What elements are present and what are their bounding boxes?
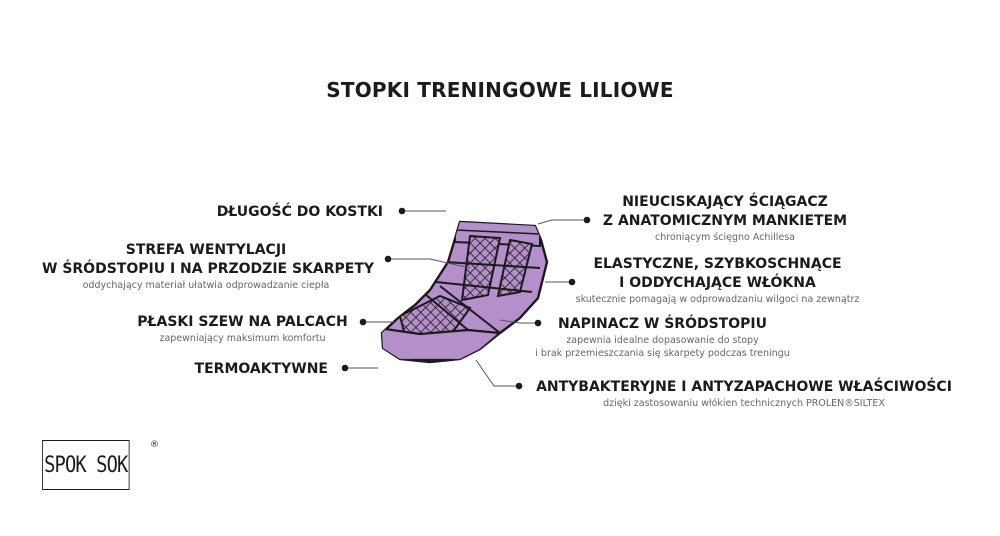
label-antibac-title: ANTYBAKTERYJNE I ANTYZAPACHOWE WŁAŚCIWOŚ… — [536, 379, 952, 395]
label-cuff-title-2: Z ANATOMICZNYM MANKIETEM — [602, 213, 848, 229]
label-cuff: NIEUCISKAJĄCY ŚCIĄGACZ Z ANATOMICZNYM MA… — [600, 193, 850, 244]
label-elastic-title-1: ELASTYCZNE, SZYBKOSCHNĄCE — [593, 256, 842, 272]
label-elastic-title-2: I ODDYCHAJĄCE WŁÓKNA — [619, 275, 816, 291]
label-ventilation-title-1: STREFA WENTYLACJI — [125, 242, 287, 258]
label-ventilation: STREFA WENTYLACJI W ŚRÓDSTOPIU I NA PRZO… — [42, 241, 375, 292]
label-ventilation-title-2: W ŚRÓDSTOPIU I NA PRZODZIE SKARPETY — [42, 261, 375, 277]
label-thermo-title: TERMOAKTYWNE — [194, 361, 328, 377]
leader-dots — [341, 207, 591, 390]
label-antibac-sub: dzięki zastosowaniu włókien technicznych… — [603, 398, 885, 409]
label-tension-title: NAPINACZ W ŚRÓDSTOPIU — [558, 316, 767, 332]
page-title: STOPKI TRENINGOWE LILIOWE — [326, 78, 674, 102]
sock-toe — [382, 326, 503, 362]
label-thermo: TERMOAKTYWNE — [195, 360, 328, 379]
label-length: DŁUGOŚĆ DO KOSTKI — [217, 203, 383, 222]
sock-illustration — [380, 220, 549, 364]
label-elastic: ELASTYCZNE, SZYBKOSCHNĄCE I ODDYCHAJĄCE … — [570, 255, 865, 306]
label-elastic-sub: skutecznie pomagają w odprowadzaniu wilg… — [575, 294, 860, 305]
label-seam-sub: zapewniający maksimum komfortu — [159, 333, 326, 344]
label-seam-title: PŁASKI SZEW NA PALCACH — [137, 314, 348, 330]
label-tension-sub-2: i brak przemieszczania się skarpety podc… — [535, 348, 790, 359]
brand-logo: SPOK SOK — [42, 440, 130, 490]
label-antibac: ANTYBAKTERYJNE I ANTYZAPACHOWE WŁAŚCIWOŚ… — [528, 378, 960, 410]
label-cuff-title-1: NIEUCISKAJĄCY ŚCIĄGACZ — [622, 194, 828, 210]
mesh-zone-mid — [496, 238, 534, 298]
label-seam: PŁASKI SZEW NA PALCACH zapewniający maks… — [130, 313, 355, 345]
label-cuff-sub: chroniącym ścięgno Achillesa — [654, 232, 795, 243]
registered-mark: ® — [150, 440, 159, 450]
leader-lines — [345, 210, 587, 387]
label-ventilation-sub: oddychający materiał ułatwia odprowadzan… — [82, 280, 330, 291]
label-tension-sub-1: zapewnia idealne dopasowanie do stopy — [566, 335, 759, 346]
label-length-title: DŁUGOŚĆ DO KOSTKI — [216, 204, 383, 220]
label-tension: NAPINACZ W ŚRÓDSTOPIU zapewnia idealne d… — [530, 315, 795, 360]
mesh-zone-upper — [460, 234, 502, 302]
